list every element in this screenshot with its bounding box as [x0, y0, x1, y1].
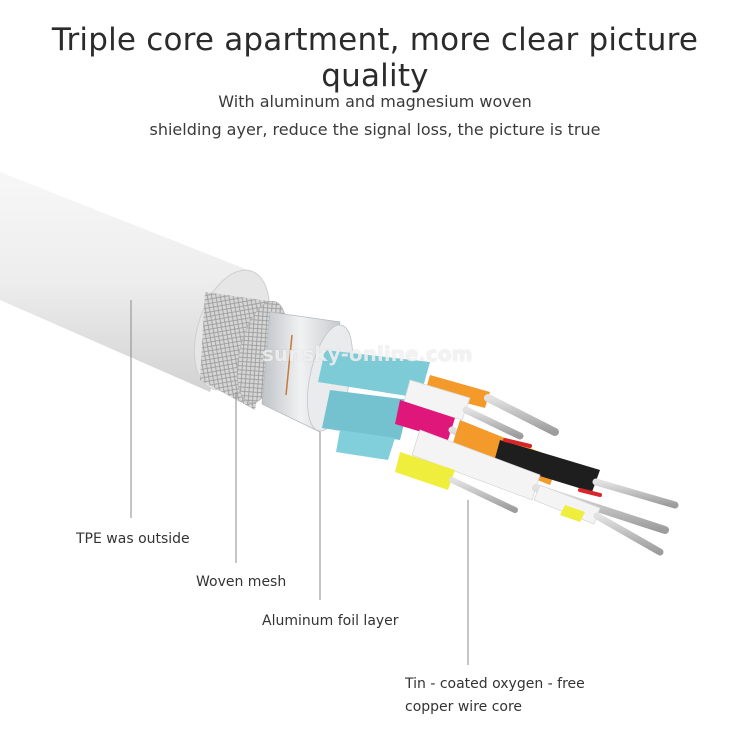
page-title: Triple core apartment, more clear pictur…: [51, 22, 699, 94]
wire-orange-top: [425, 375, 559, 436]
label-woven-mesh: Woven mesh: [196, 574, 287, 590]
wire-red-thin: [503, 438, 602, 497]
wire-black: [494, 440, 679, 509]
label-copper-core-line-1: Tin - coated oxygen - free: [405, 676, 585, 692]
watermark: sunsky-online.com: [262, 342, 473, 366]
blue-insulation: [318, 350, 430, 460]
wire-white-top: [403, 379, 524, 440]
wire-yellow: [395, 452, 585, 522]
label-aluminum-foil: Aluminum foil layer: [262, 613, 399, 629]
leader-lines: [130, 300, 469, 665]
subtitle-line-1: With aluminum and magnesium woven: [218, 92, 532, 111]
subtitle-line-2: shielding ayer, reduce the signal loss, …: [149, 120, 601, 139]
label-copper-core-line-2: copper wire core: [405, 699, 523, 715]
label-tpe: TPE was outside: [76, 531, 190, 547]
